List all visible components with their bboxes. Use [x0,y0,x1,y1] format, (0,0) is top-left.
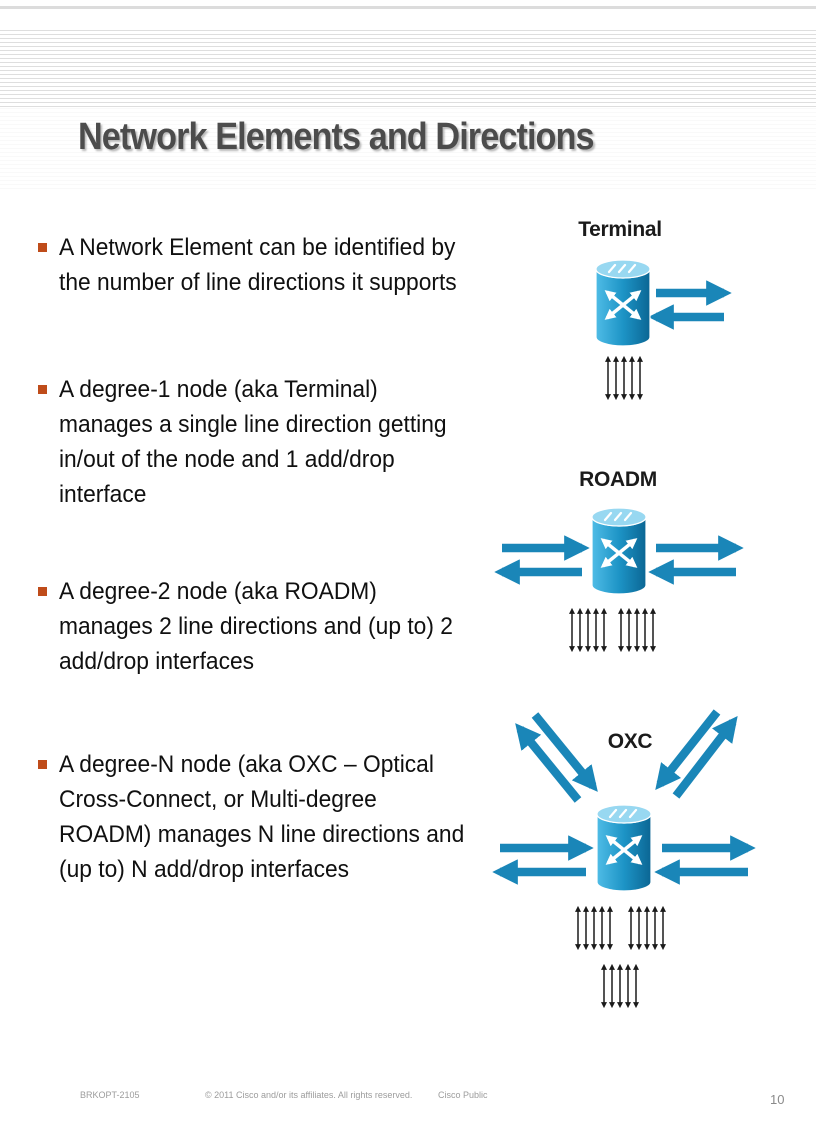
optical-node-icon [597,805,651,891]
background-pinstripes [0,30,816,108]
add-drop-channels-icon [608,358,640,398]
bullet-square-icon [38,587,47,596]
oxc-diagram [492,709,756,1030]
optical-node-icon [592,508,646,594]
roadm-diagram [494,500,744,665]
bullet-square-icon [38,760,47,769]
background-pinstripes-faint [0,108,816,192]
bullet-text: A Network Element can be identified by t… [59,234,457,296]
optical-node-icon [596,260,650,346]
slide-title: Network Elements and Directions [78,116,595,158]
add-drop-channels-icon [578,908,610,948]
terminal-diagram [540,248,732,413]
page-number: 10 [770,1092,785,1107]
roadm-label: ROADM [579,468,657,491]
bullet-item: A degree-1 node (aka Terminal) manages a… [36,372,506,512]
northwest-line-out-arrow [515,723,582,803]
northwest-line-in-arrow [531,712,598,792]
bullet-square-icon [38,243,47,252]
bullet-list: A Network Element can be identified by t… [36,230,506,887]
northeast-line-in-arrow [655,709,721,790]
add-drop-channels-icon [572,610,604,650]
terminal-label: Terminal [578,218,662,241]
bullet-item: A degree-N node (aka OXC – Optical Cross… [36,747,506,887]
footer-classification: Cisco Public [438,1090,488,1100]
add-drop-channels-icon [621,610,653,650]
add-drop-channels-icon [631,908,663,948]
bullet-square-icon [38,385,47,394]
add-drop-channels-icon [604,966,636,1006]
bullet-text: A degree-2 node (aka ROADM) manages 2 li… [59,578,453,675]
bullet-text: A degree-N node (aka OXC – Optical Cross… [59,751,465,883]
footer-copyright: © 2011 Cisco and/or its affiliates. All … [205,1090,413,1100]
top-edge-strip [0,6,816,9]
footer-session-id: BRKOPT-2105 [80,1090,140,1100]
northeast-line-out-arrow [672,715,738,799]
oxc-label: OXC [607,730,653,753]
bullet-text: A degree-1 node (aka Terminal) manages a… [59,376,447,508]
bullet-item: A Network Element can be identified by t… [36,230,506,300]
bullet-item: A degree-2 node (aka ROADM) manages 2 li… [36,574,506,679]
